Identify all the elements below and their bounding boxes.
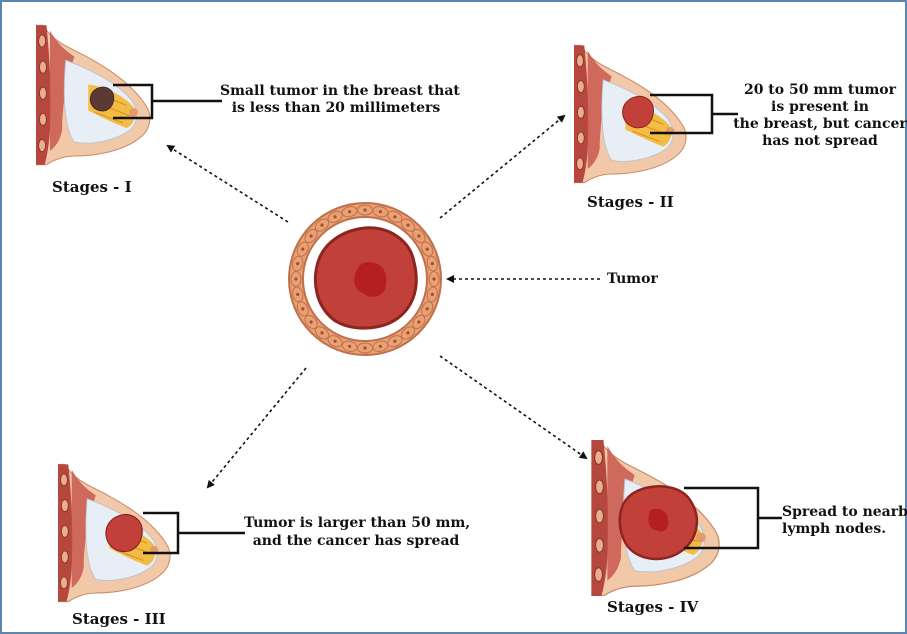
ring-cell-nucleus xyxy=(296,262,299,265)
stage-3-description-line: Tumor is larger than 50 mm, xyxy=(244,516,468,530)
ring-cell-nucleus xyxy=(363,346,366,349)
central-tumor-illustration xyxy=(289,203,441,355)
ring-cell-nucleus xyxy=(294,277,297,280)
stage-2-description-line: is present in xyxy=(732,100,907,114)
stage-2-tumor xyxy=(623,96,654,127)
ring-cell-nucleus xyxy=(320,331,323,334)
ring-cell-nucleus xyxy=(310,320,313,323)
ring-cell-nucleus xyxy=(417,234,420,237)
stage-1-description-line: is less than 20 millimeters xyxy=(220,101,452,115)
ring-cell-nucleus xyxy=(393,215,396,218)
ring-cell-nucleus xyxy=(393,340,396,343)
stage-3-description-line: and the cancer has spread xyxy=(244,534,468,548)
ring-cell-nucleus xyxy=(426,248,429,251)
stage-4-description-line: lymph nodes. xyxy=(782,522,904,536)
ring-cell-nucleus xyxy=(406,224,409,227)
ring-cell-nucleus xyxy=(406,331,409,334)
stage-4-description: Spread to nearby lymph nodes. xyxy=(782,505,904,536)
ring-cell-nucleus xyxy=(379,345,382,348)
ring-cell-nucleus xyxy=(348,210,351,213)
ring-cell-nucleus xyxy=(379,210,382,213)
stage-4-label: Stages - IV xyxy=(607,600,698,615)
ring-cell-nucleus xyxy=(363,208,366,211)
stage-2-description: 20 to 50 mm tumor is present in the brea… xyxy=(732,83,907,148)
ring-cell-nucleus xyxy=(301,248,304,251)
ring-cell-nucleus xyxy=(417,320,420,323)
ring-cell-nucleus xyxy=(320,224,323,227)
ring-cell-nucleus xyxy=(431,262,434,265)
stage-3-tumor xyxy=(106,514,142,551)
ring-cell-nucleus xyxy=(348,345,351,348)
ring-cell-nucleus xyxy=(296,293,299,296)
stage-2-description-line: the breast, but cancer xyxy=(732,117,907,131)
stage-2-description-line: 20 to 50 mm tumor xyxy=(732,83,907,97)
ring-cell-nucleus xyxy=(334,215,337,218)
ring-cell-nucleus xyxy=(431,293,434,296)
stage-2-label: Stages - II xyxy=(587,195,674,210)
ring-cell-nucleus xyxy=(432,277,435,280)
stage-2-description-line: has not spread xyxy=(732,134,907,148)
tumor-label: Tumor xyxy=(607,272,658,286)
ring-cell-nucleus xyxy=(426,307,429,310)
stage-1-description: Small tumor in the breast that is less t… xyxy=(220,84,452,115)
ring-cell-nucleus xyxy=(301,307,304,310)
stage-3-label: Stages - III xyxy=(72,612,166,627)
stage-3-description: Tumor is larger than 50 mm, and the canc… xyxy=(244,516,468,548)
stage-1-label: Stages - I xyxy=(52,180,132,195)
stage-1-tumor xyxy=(90,87,114,111)
ring-cell-nucleus xyxy=(310,234,313,237)
stage-1-description-line: Small tumor in the breast that xyxy=(220,84,452,98)
ring-cell-nucleus xyxy=(334,340,337,343)
stage-4-description-line: Spread to nearby xyxy=(782,505,904,519)
